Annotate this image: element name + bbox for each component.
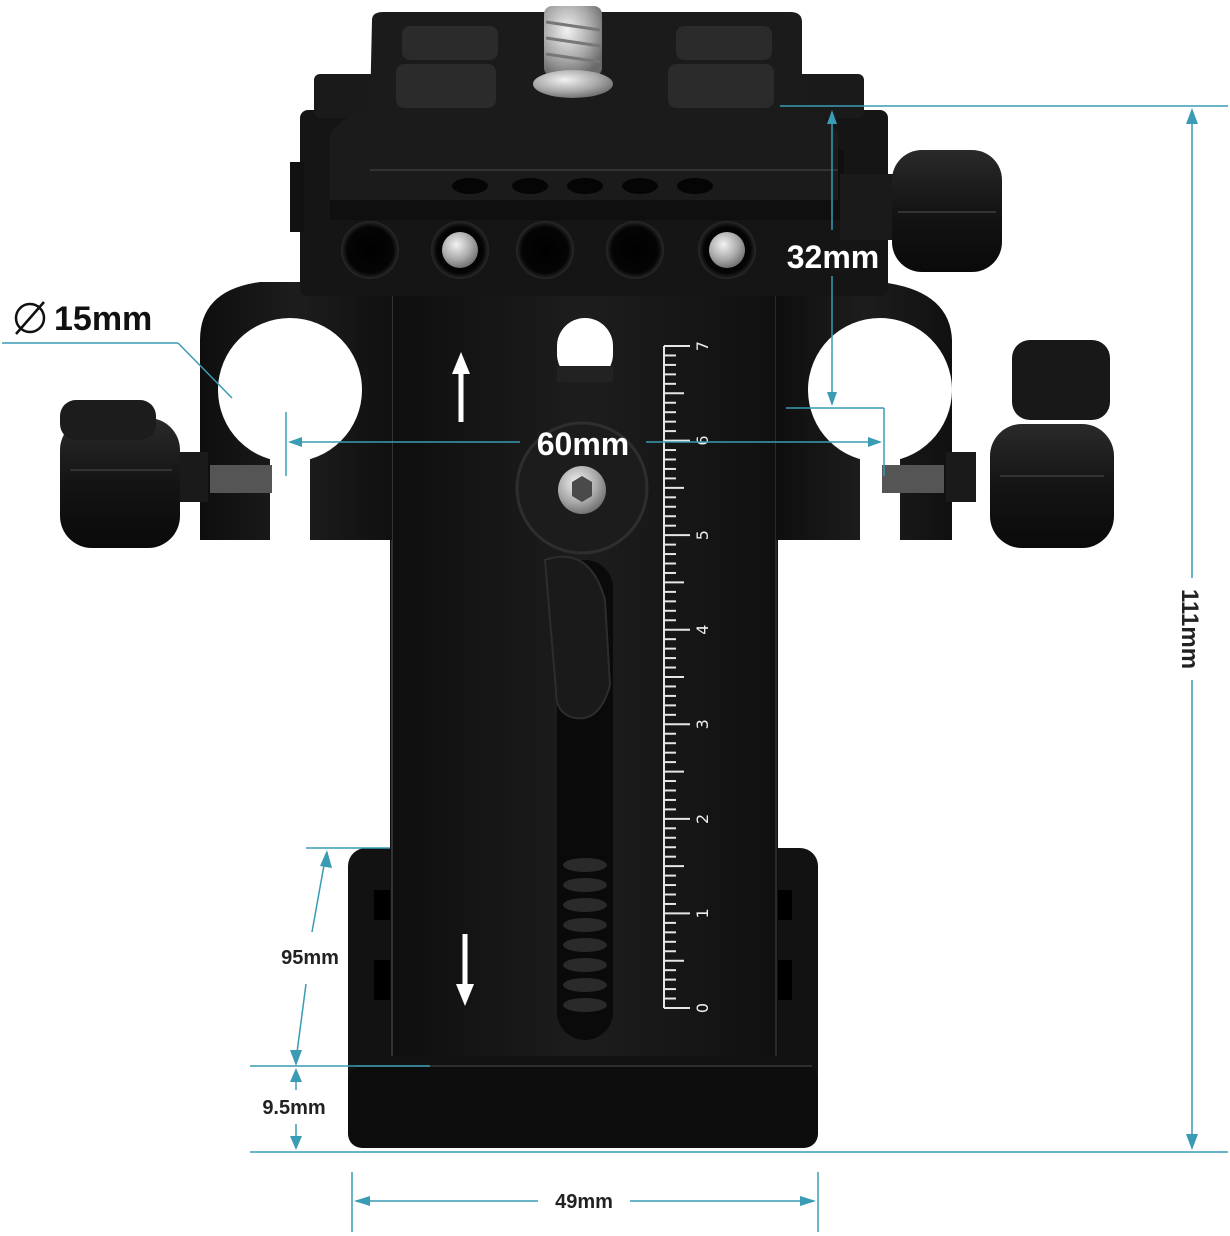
right-rod-hole [808,318,952,462]
base-height-label: 95mm [281,947,339,969]
plate-top-holes [452,178,713,194]
mounting-screw [533,6,613,98]
base-slot [374,890,394,920]
scale-number: 7 [693,341,712,351]
slot-holes [563,858,607,1012]
rod-diameter-label: 15mm [54,300,152,338]
scale-number: 5 [693,530,712,540]
arrow-up-icon [452,352,470,422]
base-slot [374,960,394,1000]
right-knob [990,340,1114,548]
rod-spacing-label: 60mm [537,426,630,462]
arrow-down-icon [456,934,474,1006]
scale-number: 0 [693,1003,712,1013]
left-knob [60,400,180,548]
rubber-pad [396,64,496,108]
base-plate-thickness-label: 9.5mm [262,1097,325,1119]
left-rod-hole [218,318,362,462]
total-height-label: 111mm [1176,589,1203,669]
rubber-pad [676,26,772,60]
arrowhead [1186,1134,1198,1150]
rubber-pad [668,64,774,108]
rod-to-plate-label: 32mm [787,239,880,275]
scale-number: 3 [693,719,712,729]
base-width-label: 49mm [555,1191,613,1213]
dimension-lines [2,105,1228,1232]
top-mounting-plate [290,6,1002,296]
height-scale: 0 1 2 3 4 5 6 7 [663,341,712,1013]
scale-number: 2 [693,814,712,824]
diameter-label-group: 15mm [14,300,152,338]
clamp-lever [1012,340,1110,420]
accessory-holes [341,221,756,279]
plate-lock-knob [840,150,1002,272]
thread [882,465,944,493]
scale-number: 4 [693,625,712,635]
scale-number: 6 [693,435,712,445]
diameter-icon [14,301,46,335]
arrowhead [1186,108,1198,124]
left-rod-clamp [60,282,392,548]
rubber-pad [402,26,498,60]
lock-lever [515,421,649,720]
right-rod-clamp [776,282,1114,548]
thread [210,465,272,493]
scale-number: 1 [693,908,712,918]
